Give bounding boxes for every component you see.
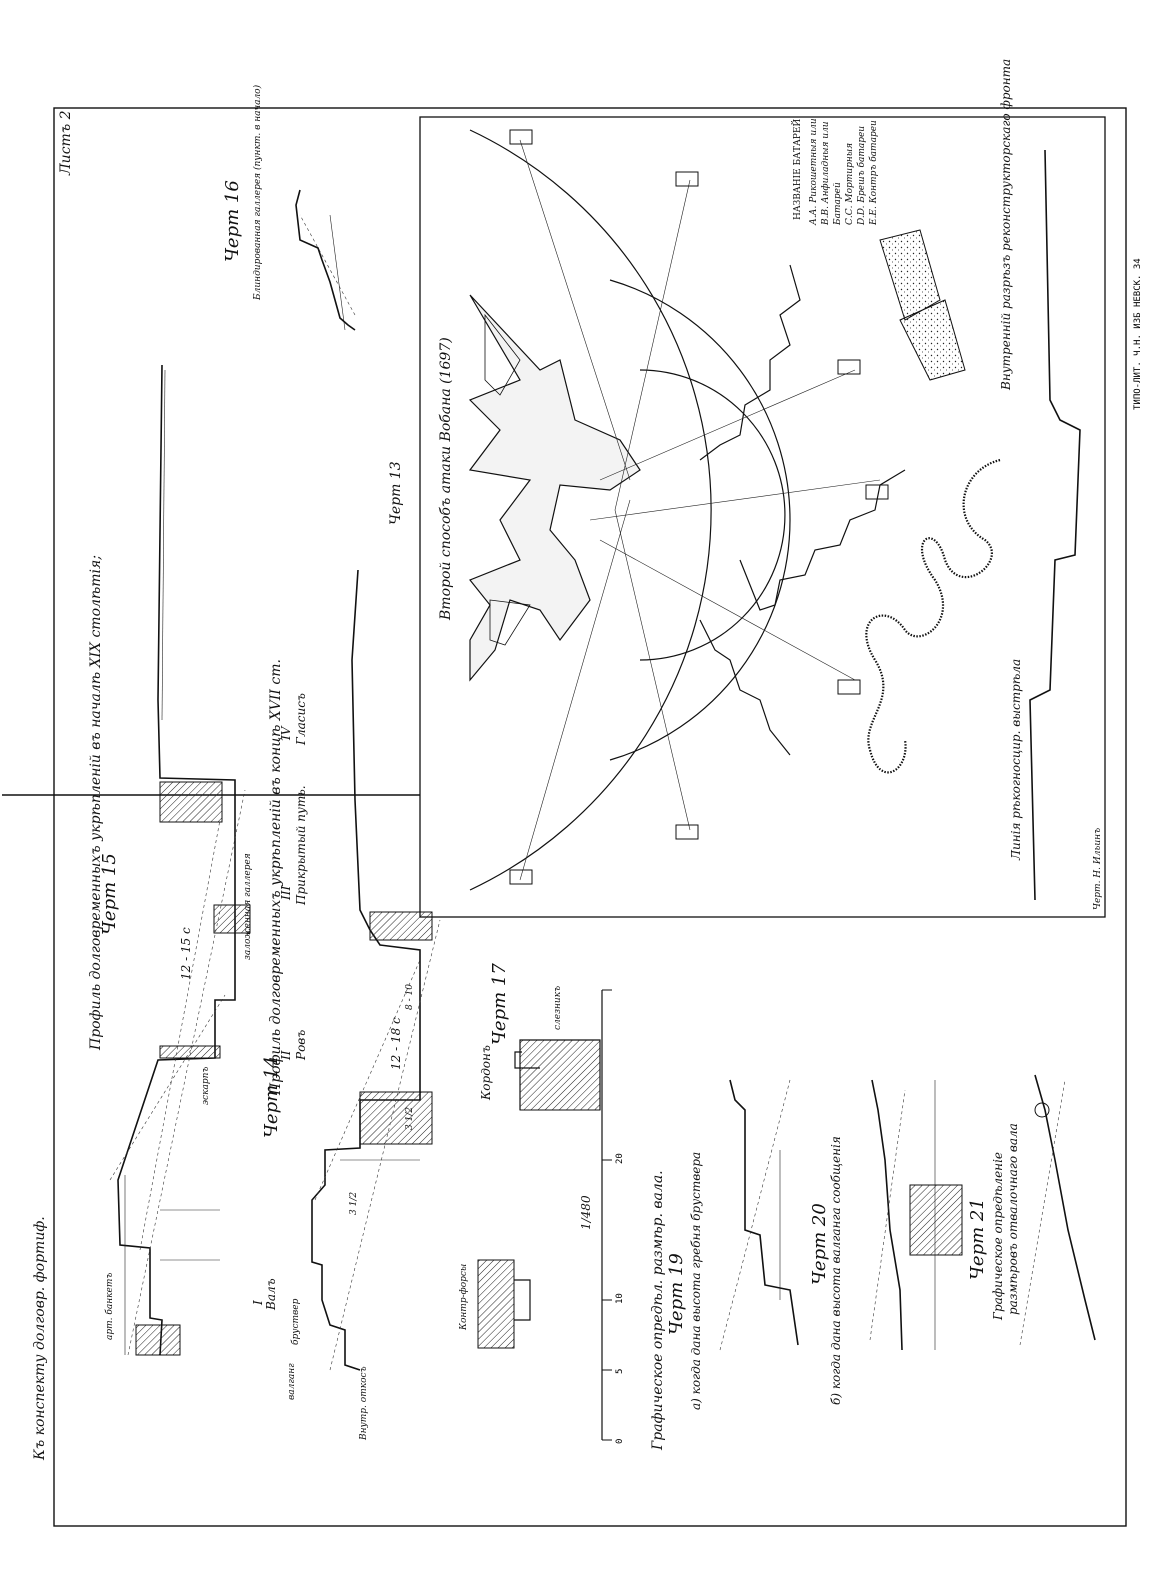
scale-tick-10: 10 <box>615 1293 625 1304</box>
drawing-14-part-1-num: I <box>251 1300 265 1306</box>
drawing-13-legend-2: В.В. Анфиладныя или <box>821 121 831 226</box>
drawing-14-label-ditch-width: 12 - 18 с <box>389 1017 403 1070</box>
drawing-19-rampart: Графическое опредѣл. размѣр. вала. Черт … <box>650 1079 799 1451</box>
drawing-18-title: Контр-форсы <box>459 1264 469 1331</box>
drawing-14-part-2-num: II <box>279 1050 293 1061</box>
drawing-13-caption: Второй способъ атаки Вобана (1697) <box>438 337 454 621</box>
drawing-14-label-8-10: 8 - 10 <box>405 984 415 1010</box>
drawing-19-caption: Графическое опредѣл. размѣр. вала. <box>650 1170 666 1451</box>
drawing-14-label-parapet: бруствер <box>290 1298 301 1345</box>
drawing-17-title: Черт 17 <box>489 963 510 1045</box>
drawing-20-sub: б) когда дана высота валганга сообщенія <box>829 1136 843 1405</box>
drawing-19-sub: а) когда дана высота гребня бруствера <box>689 1152 703 1410</box>
printer-note: ТИПО-ЛИТ. Ч.Н. ИЗБ НЕВСК. 34 <box>1133 258 1143 410</box>
drawing-14-part-2-name: Ровъ <box>294 1030 308 1061</box>
drawing-14-part-1-name: Валъ <box>264 1278 278 1311</box>
drawing-13-siege-plan: Черт 13 Второй способъ атаки Вобана (169… <box>388 59 1106 918</box>
drawing-17-slope-label: слезникъ <box>553 986 563 1030</box>
drawing-14-label-wallgang: валганг <box>287 1363 297 1400</box>
drawing-16-title: Черт 16 <box>222 180 243 262</box>
sheet-label: Листъ 2 <box>58 110 74 176</box>
scale-title: 1/480 <box>579 1195 593 1230</box>
drawing-13-legend-4: С.С. Мортирныя <box>845 143 855 225</box>
drawing-13-frame <box>419 116 1106 918</box>
drawing-21-title: Черт 21 <box>967 1198 988 1280</box>
drawing-13-legend-title: НАЗВАНІЕ БАТАРЕЙ <box>791 119 803 220</box>
drawing-21-caption: Графическое опредѣленіе <box>991 1152 1005 1321</box>
drawing-14-title: Черт 14 <box>261 1056 282 1138</box>
drawing-14-label-a: 3 1/2 <box>405 1107 415 1130</box>
scale-tick-0: 0 <box>615 1439 625 1444</box>
drawing-13-legend-6: Е.Е. Контръ батареи <box>868 120 879 226</box>
drawing-16-gallery: Черт 16 Блиндированная галлерея (пункт. … <box>222 84 356 331</box>
drawing-13-legend-3: Батарей <box>833 182 843 226</box>
sheet-frame <box>53 107 1127 1527</box>
drawing-14-subtitle: Профиль долговременныхъ укрѣпленій въ ко… <box>268 659 284 1096</box>
drawing-13-legend-1: А.А. Рикошетныя или <box>809 118 819 226</box>
drawing-13-legend-5: D.D. Брешъ батареи <box>856 126 867 226</box>
drawing-17-cordon: Черт 17 Кордонъ слезникъ <box>479 963 601 1111</box>
drawing-19-title: Черт 19 <box>666 1253 687 1335</box>
drawing-15-label-gallery: заложенная галлерея <box>243 853 253 960</box>
drawing-20-rampart: Черт 20 б) когда дана высота валганга со… <box>809 1079 963 1405</box>
drawing-13-title: Черт 13 <box>388 461 404 525</box>
drawing-14-part-3-num: III <box>279 886 293 901</box>
fortress-outline <box>468 294 641 682</box>
drawing-15-title: Черт 15 <box>99 853 120 935</box>
drawing-16-subtitle: Блиндированная галлерея (пункт. в начало… <box>252 84 263 301</box>
drawing-15-label-escarp: эскарпъ <box>201 1067 211 1105</box>
drawing-20-title: Черт 20 <box>809 1203 830 1285</box>
drawing-14-part-3-name: Прикрытый путь. <box>294 785 308 906</box>
draftsman-note: Черт. Н. Ильинъ <box>1093 828 1103 910</box>
drawing-14-part-4-num: IV <box>279 725 293 741</box>
drawing-18-counterfort: Контр-форсы <box>459 1259 531 1349</box>
drawing-14-label-b: 3 1/2 <box>349 1192 359 1215</box>
drawing-21-rampart: Черт 21 Графическое опредѣленіе размѣров… <box>967 1074 1096 1346</box>
drawing-14-part-4-name: Гласисъ <box>294 693 308 746</box>
scale-tick-5: 5 <box>615 1369 625 1374</box>
drawing-15-label-banquette: арт. банкетъ <box>104 1273 115 1340</box>
drawing-21-sub: размѣровъ отвалочнаго вала <box>1006 1123 1020 1315</box>
drawing-13-section-caption: Внутренній разрѣзъ реконструкторскаго фр… <box>999 59 1013 391</box>
drawing-13-ground-caption: Линія рѣкогносцир. выстрѣла <box>1009 659 1023 861</box>
drawing-15-profile: Черт 15 Профиль долговременныхъ укрѣплен… <box>88 364 253 1356</box>
drawing-15-subtitle: Профиль долговременныхъ укрѣпленій въ на… <box>88 555 104 1051</box>
drawing-14-profile: Черт 14 Профиль долговременныхъ укрѣплен… <box>251 569 441 1441</box>
top-note: Къ конспекту долговр. фортиф. <box>32 1216 48 1461</box>
scale-tick-20: 20 <box>615 1153 625 1164</box>
terrain-contour <box>865 458 1001 774</box>
drawing-14-label-inner-slope: Внутр. откосъ <box>359 1366 369 1441</box>
drawing-15-width: 12 - 15 с <box>179 927 193 980</box>
drawing-17-cordon-label: Кордонъ <box>479 1045 493 1101</box>
scale-bar: 1/480 0 5 10 20 <box>579 989 625 1444</box>
